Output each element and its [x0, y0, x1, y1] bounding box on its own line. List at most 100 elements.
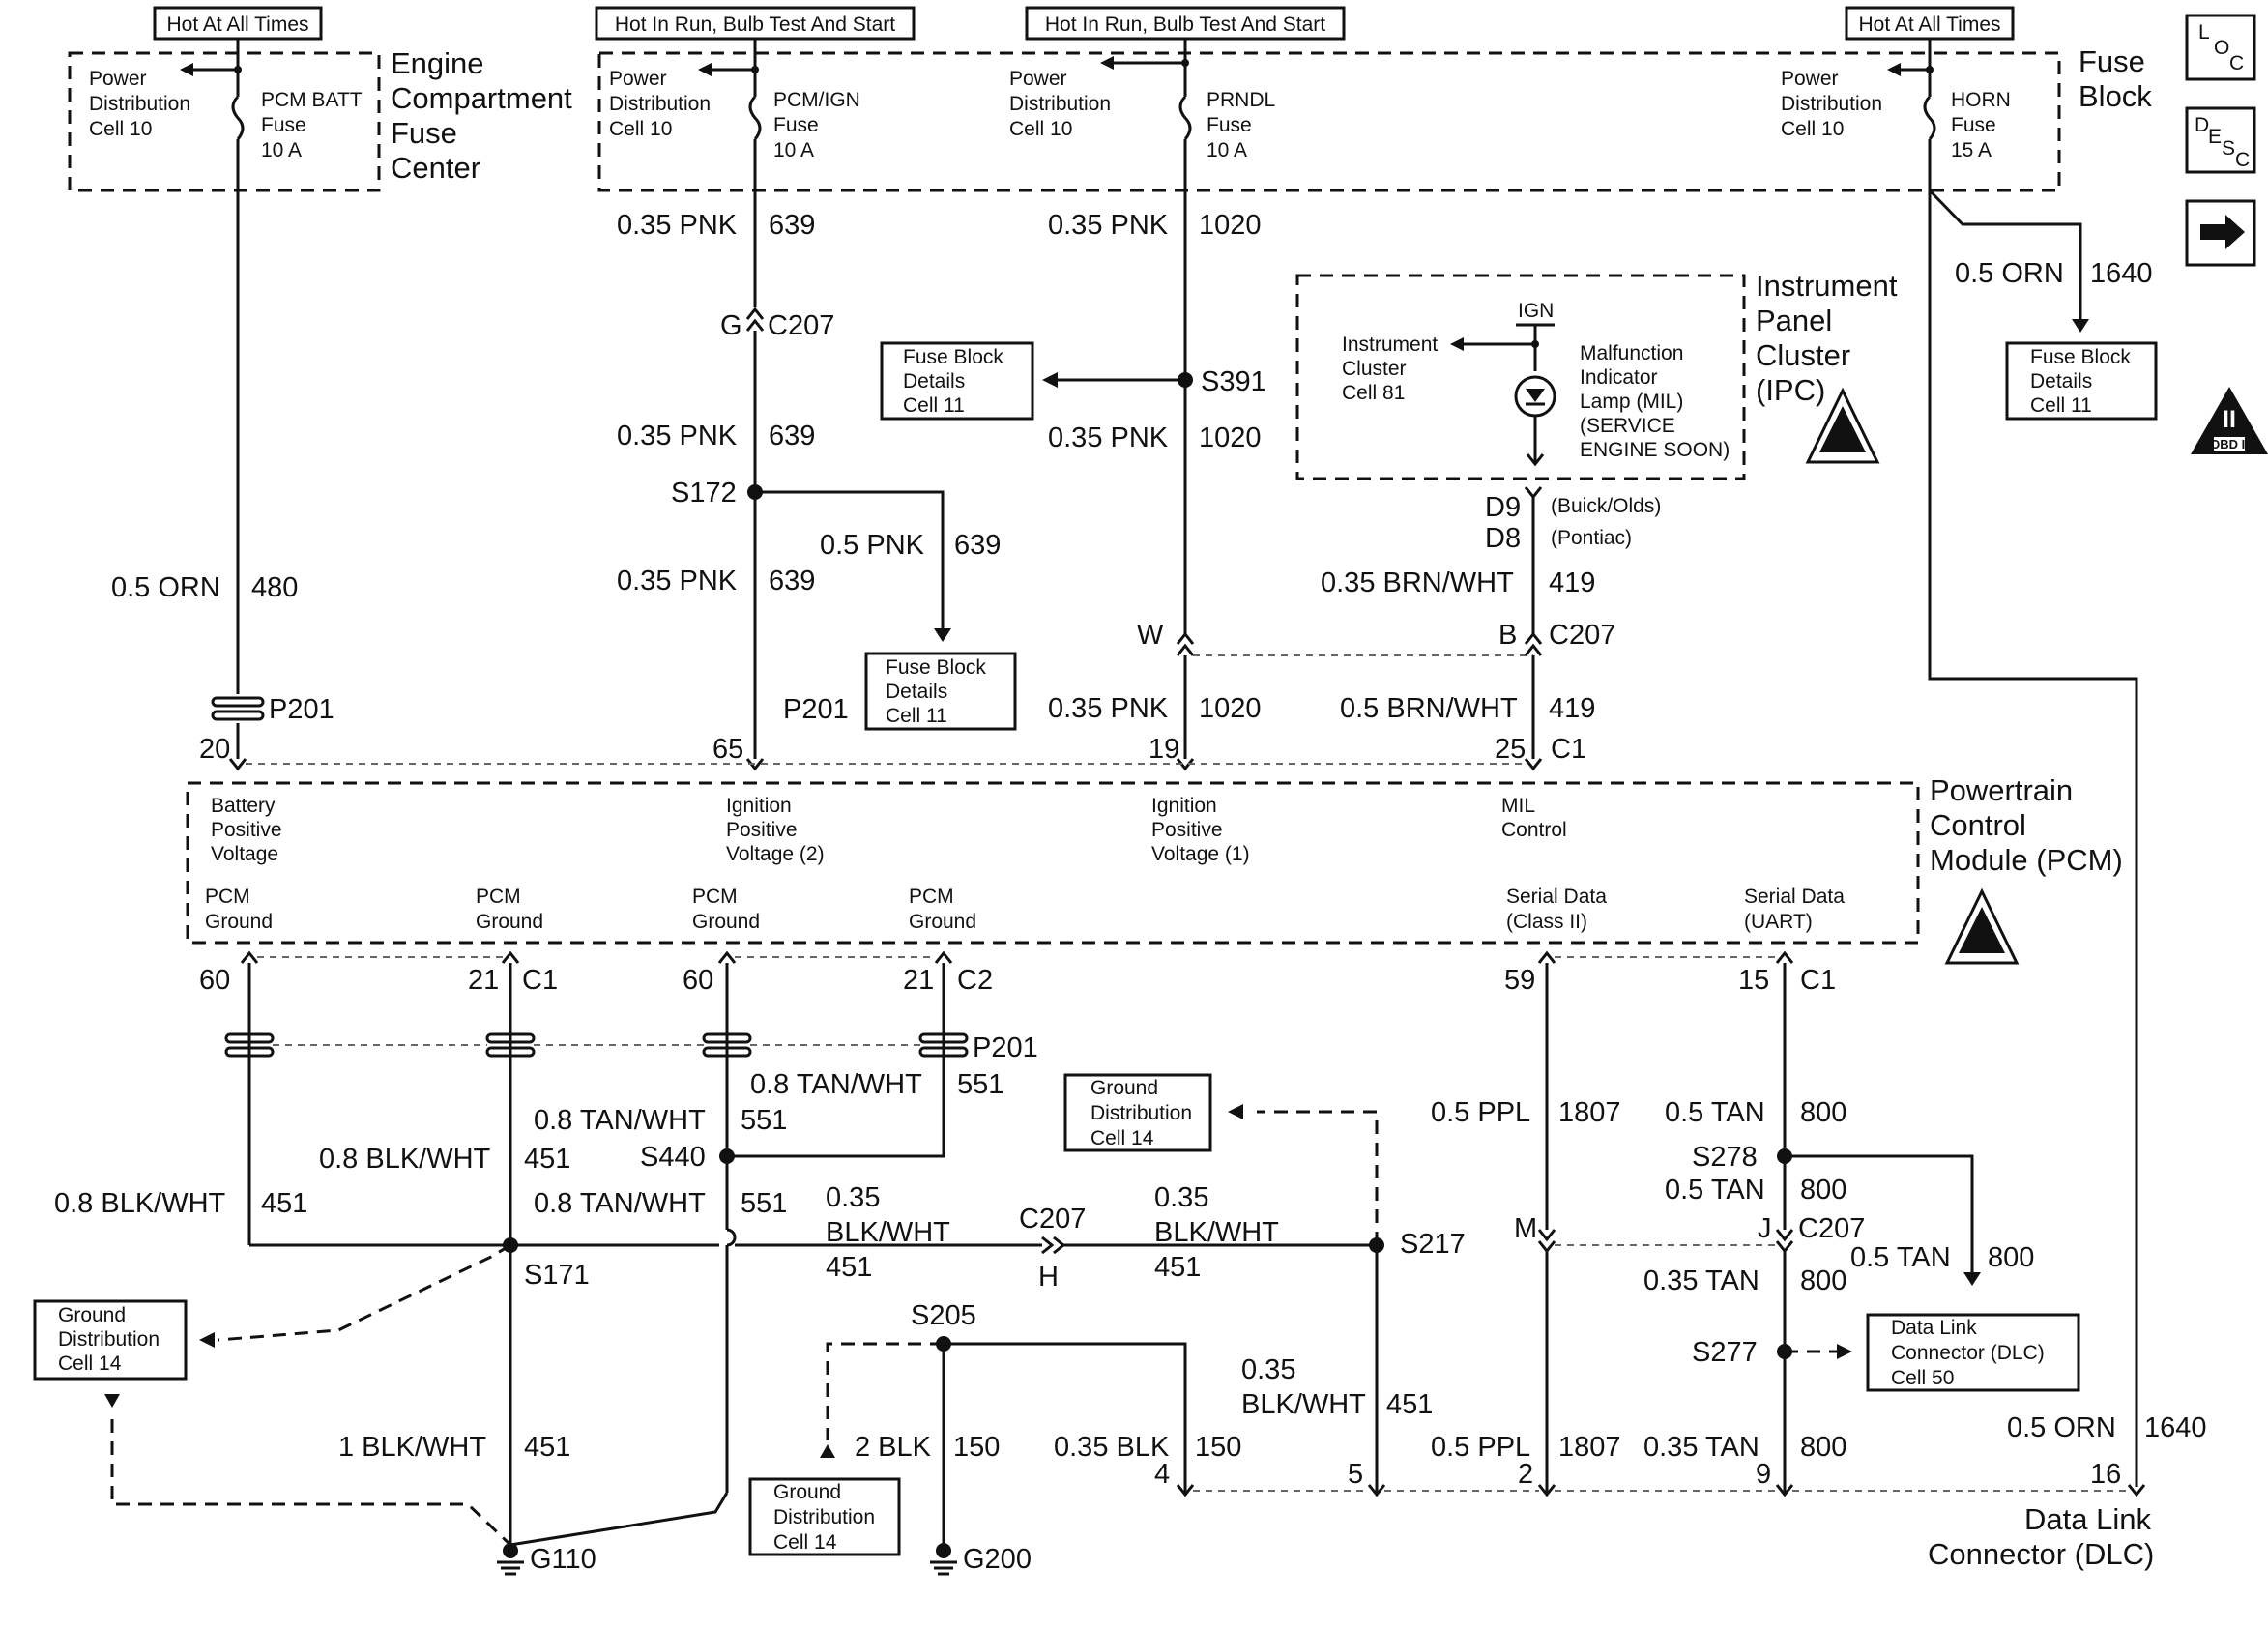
right-arrow-icon — [2200, 215, 2245, 249]
esd-warning-icon — [1805, 387, 1880, 464]
svg-text:S391: S391 — [1201, 366, 1266, 397]
pin-5: 5 — [1348, 1459, 1363, 1490]
pin-19: 19 — [1149, 734, 1179, 765]
svg-text:O: O — [2214, 37, 2229, 59]
hot-label-run-1: Hot In Run, Bulb Test And Start — [595, 6, 916, 41]
pcm-label: Powertrain Control Module (PCM) — [1930, 773, 2123, 877]
ground-g110: G110 — [530, 1544, 596, 1575]
svg-text:OBD II: OBD II — [2210, 437, 2249, 451]
dlc-label: Data Link Connector (DLC) — [1928, 1502, 2160, 1571]
c207-h: H — [1038, 1262, 1059, 1293]
svg-text:II: II — [2223, 406, 2236, 433]
pin-21-a: 21 — [468, 965, 499, 996]
hot-label-batt: Hot At All Times — [153, 6, 323, 41]
pin-20: 20 — [199, 734, 230, 765]
c207-m: M — [1514, 1213, 1537, 1244]
svg-text:Hot At All Times: Hot At All Times — [1858, 14, 2000, 36]
pin-15: 15 — [1738, 965, 1769, 996]
c1-label-gnd: C1 — [522, 965, 558, 996]
c207-g: G — [720, 310, 742, 341]
c207-j: J — [1758, 1213, 1772, 1244]
connector-p201-grounds — [224, 1032, 969, 1058]
obd-ii-icon: II OBD II — [2191, 387, 2268, 454]
pin-d8: D8 — [1485, 523, 1521, 554]
pin-60-b: 60 — [683, 965, 713, 996]
svg-text:C: C — [2235, 149, 2250, 171]
ground-g200: G200 — [963, 1544, 1032, 1575]
c207-label-mid: C207 — [1549, 620, 1615, 651]
svg-text:Hot In Run, Bulb Test And Star: Hot In Run, Bulb Test And Start — [1045, 14, 1325, 36]
loc-button[interactable]: L O C — [2185, 14, 2256, 81]
ground-g110-icon — [497, 1543, 524, 1576]
c1-label-data: C1 — [1800, 965, 1836, 996]
desc-button[interactable]: D E S C — [2185, 106, 2256, 174]
fuse-block — [597, 51, 2061, 192]
c207-label-top: C207 — [768, 310, 834, 341]
svg-text:S217: S217 — [1400, 1229, 1466, 1260]
pin-2: 2 — [1518, 1459, 1533, 1490]
svg-text:S277: S277 — [1692, 1337, 1758, 1368]
svg-text:(Buick/Olds): (Buick/Olds) — [1551, 495, 1661, 517]
svg-text:S278: S278 — [1692, 1142, 1758, 1173]
pin-65: 65 — [712, 734, 743, 765]
svg-text:S: S — [2222, 137, 2235, 160]
c1-label-top: C1 — [1551, 734, 1586, 765]
ground-g200-icon — [930, 1543, 957, 1576]
powertrain-control-module — [186, 781, 1920, 945]
pin-60-a: 60 — [199, 965, 230, 996]
next-arrow-button[interactable] — [2185, 199, 2256, 267]
